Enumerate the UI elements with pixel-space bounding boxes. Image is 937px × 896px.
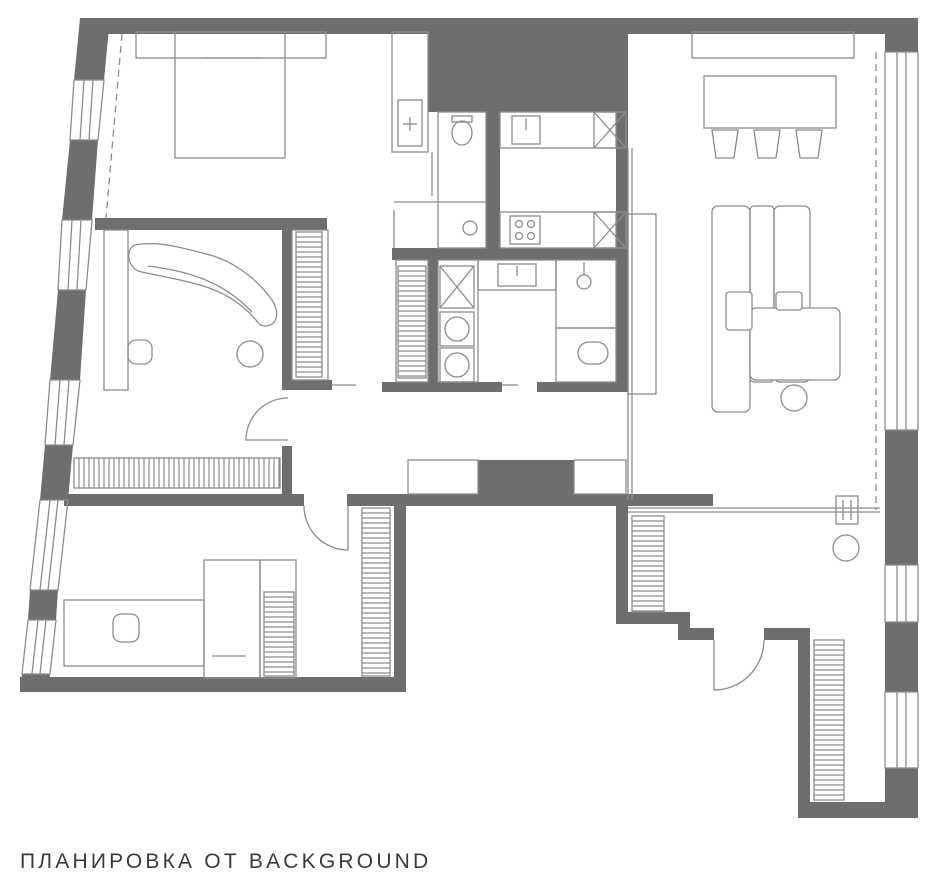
lower-bedroom (63, 559, 297, 679)
windows (21, 33, 919, 769)
living-room (691, 31, 855, 413)
bathroom-top (393, 111, 487, 249)
floor-plan-drawing (20, 18, 919, 818)
bathroom-mid (437, 259, 617, 383)
walls (20, 18, 918, 818)
kitchen (499, 111, 657, 500)
plan-caption: ПЛАНИРОВКА ОТ BACKGROUND (20, 850, 432, 873)
corridor (245, 384, 880, 691)
wardrobe-hatching (73, 231, 845, 801)
kids-room (103, 229, 429, 391)
master-bedroom (135, 31, 429, 159)
